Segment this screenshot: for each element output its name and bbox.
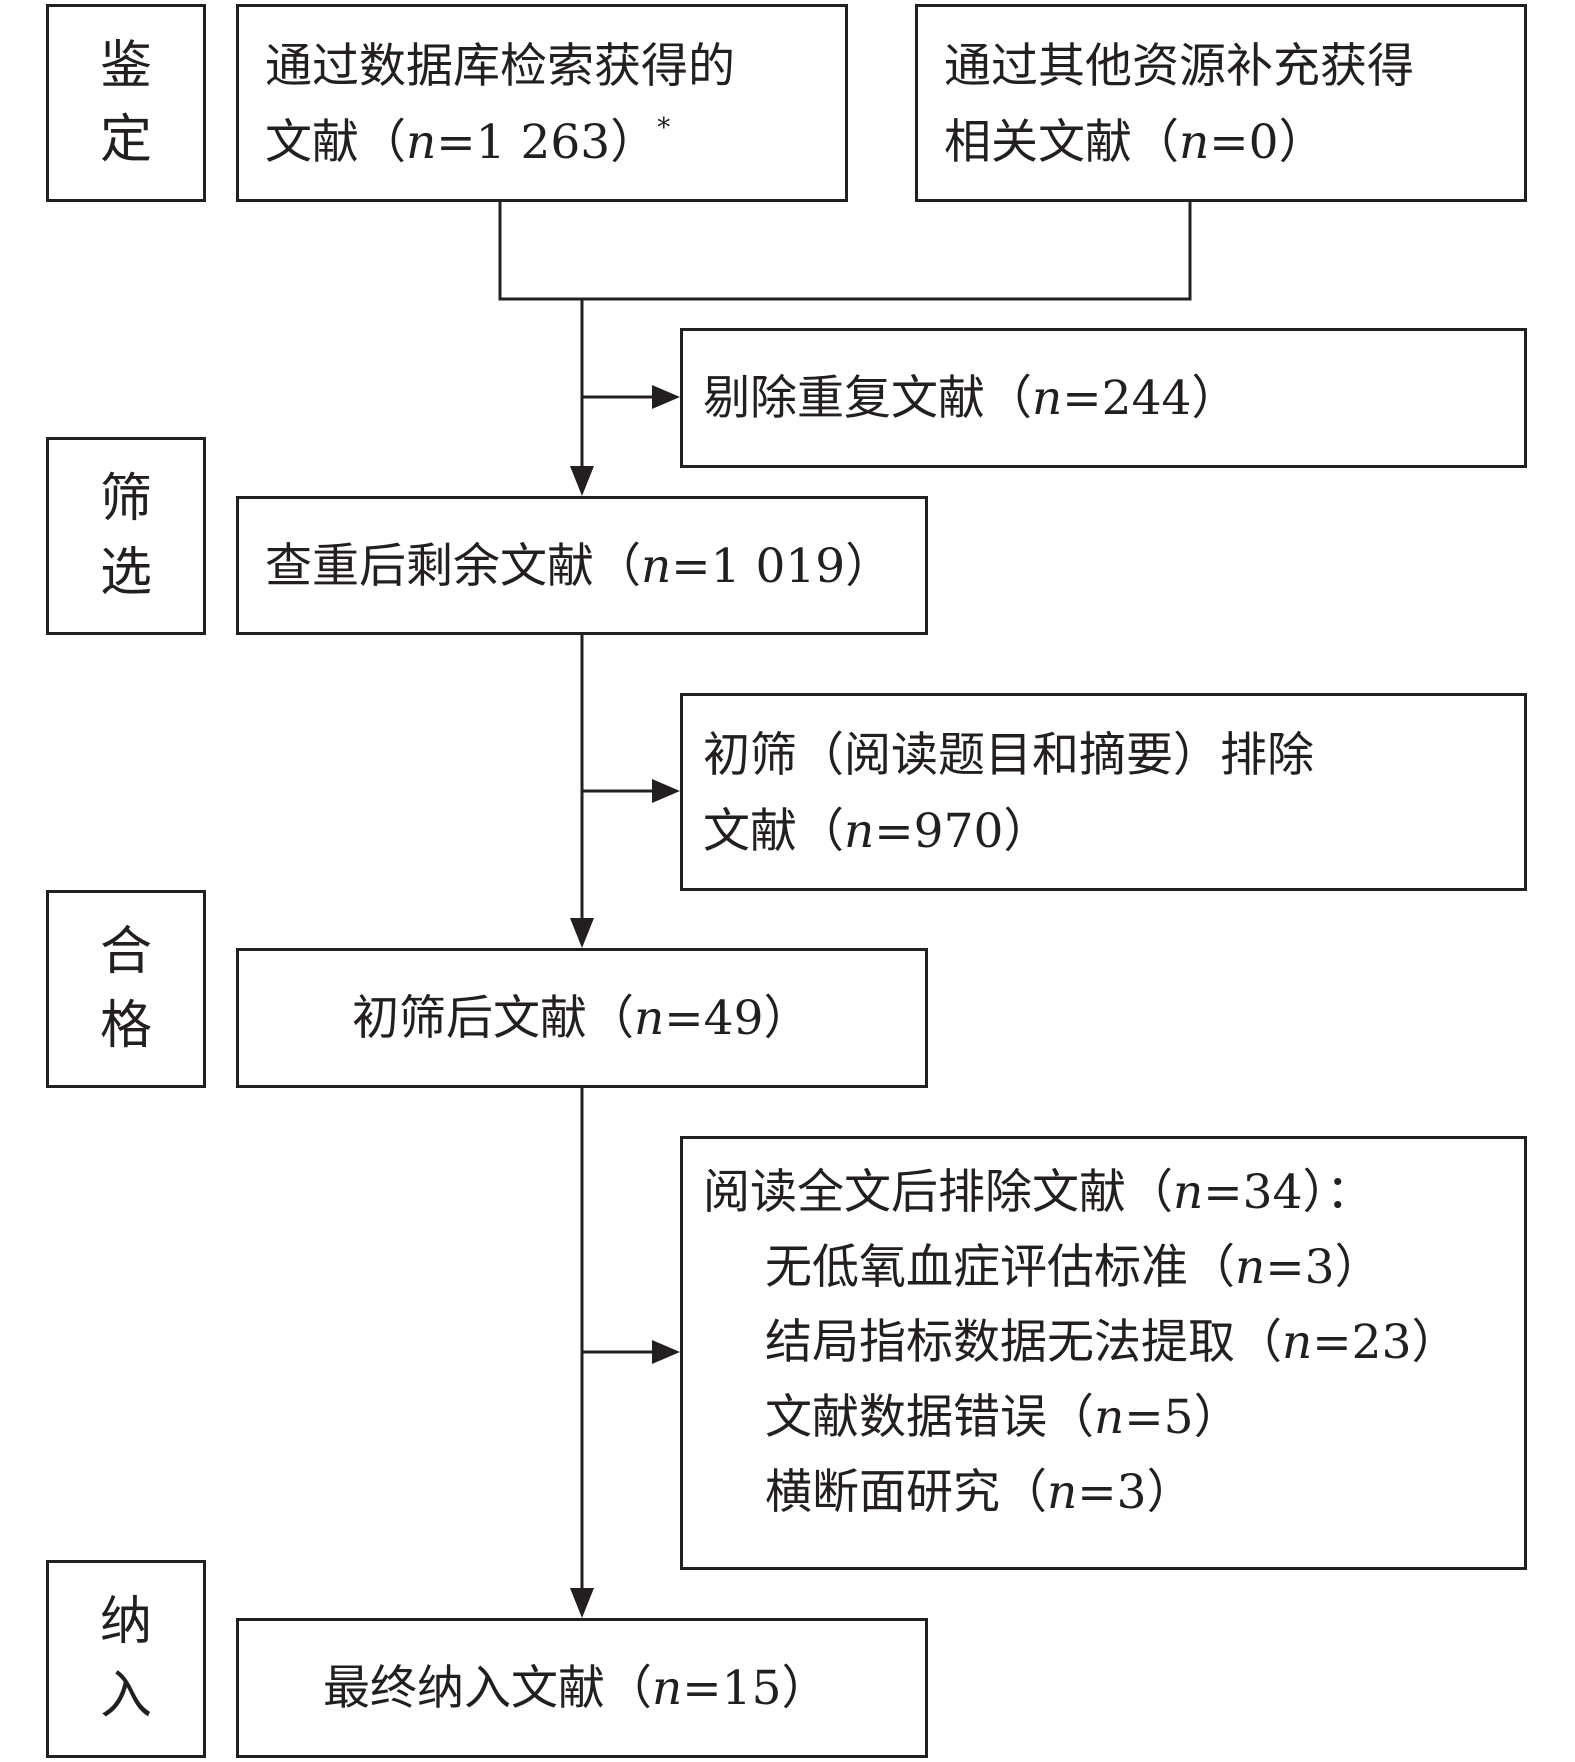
screen-excluded-box: 初筛（阅读题目和摘要）排除 文献（n=970） xyxy=(680,693,1527,891)
duplicates-removed-box: 剔除重复文献（n=244） xyxy=(680,328,1527,468)
arrow-to-screen-excluded xyxy=(652,779,680,803)
merge-connector xyxy=(498,201,1192,301)
stage-char: 定 xyxy=(99,110,152,170)
screen-excluded-line1: 初筛（阅读题目和摘要）排除 xyxy=(703,728,1314,783)
fulltext-excluded-heading: 阅读全文后排除文献（n=34）： xyxy=(703,1165,1373,1220)
footnote-mark: * xyxy=(657,113,671,143)
exclusion-reason: 结局指标数据无法提取（n=23） xyxy=(765,1315,1459,1370)
after-dedup-box: 查重后剩余文献（n=1 019） xyxy=(236,496,928,635)
included-box: 最终纳入文献（n=15） xyxy=(236,1618,928,1758)
stage-eligibility: 合 格 xyxy=(46,890,206,1088)
screen-excluded-line2: 文献（n=970） xyxy=(703,804,1051,859)
other-sources-line1: 通过其他资源补充获得 xyxy=(944,39,1414,94)
stage-char: 筛 xyxy=(99,469,152,529)
other-sources-line2: 相关文献（n=0） xyxy=(944,115,1326,170)
database-records-line1: 通过数据库检索获得的 xyxy=(265,39,735,94)
stage-char: 入 xyxy=(99,1666,152,1726)
after-dedup-label: 查重后剩余文献（n=1 019） xyxy=(265,539,893,594)
duplicates-removed-label: 剔除重复文献（n=244） xyxy=(703,371,1239,426)
stage-char: 纳 xyxy=(99,1592,152,1652)
arrow-to-included xyxy=(570,1588,594,1618)
fulltext-excluded-box: 阅读全文后排除文献（n=34）： 无低氧血症评估标准（n=3） 结局指标数据无法… xyxy=(680,1136,1527,1570)
other-sources-box: 通过其他资源补充获得 相关文献（n=0） xyxy=(915,4,1527,202)
database-records-box: 通过数据库检索获得的 文献（n=1 263）* xyxy=(236,4,848,202)
stage-char: 选 xyxy=(99,543,152,603)
arrow-to-duplicates xyxy=(652,385,680,409)
exclusion-reason: 文献数据错误（n=5） xyxy=(765,1390,1241,1445)
arrow-to-after-screen xyxy=(570,918,594,948)
stage-identification: 鉴 定 xyxy=(46,4,206,202)
after-screen-label: 初筛后文献（n=49） xyxy=(352,991,811,1046)
exclusion-reason: 横断面研究（n=3） xyxy=(765,1465,1194,1520)
stage-included: 纳 入 xyxy=(46,1560,206,1758)
stage-char: 格 xyxy=(99,996,152,1056)
after-screen-box: 初筛后文献（n=49） xyxy=(236,948,928,1088)
arrow-to-after-dedup xyxy=(570,466,594,496)
stage-char: 鉴 xyxy=(99,36,152,96)
stage-screening: 筛 选 xyxy=(46,437,206,635)
arrow-to-fulltext-excluded xyxy=(652,1340,680,1364)
included-label: 最终纳入文献（n=15） xyxy=(323,1661,829,1716)
exclusion-reason: 无低氧血症评估标准（n=3） xyxy=(765,1240,1382,1295)
stage-char: 合 xyxy=(99,922,152,982)
database-records-line2: 文献（n=1 263）* xyxy=(265,113,671,170)
